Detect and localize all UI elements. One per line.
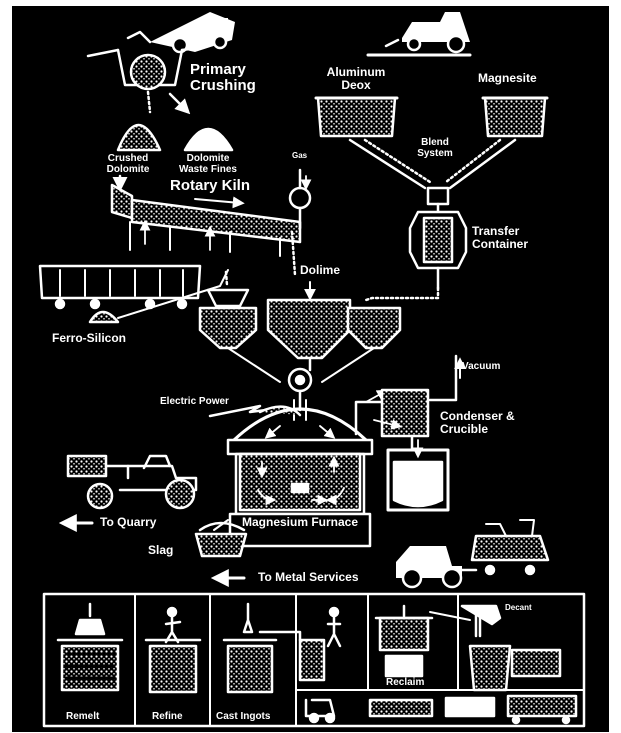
slag-bucket-icon — [194, 519, 248, 558]
to-quarry-label: To Quarry — [100, 515, 157, 529]
transfer-container-icon — [364, 202, 468, 302]
reclaim-icon — [374, 604, 434, 678]
vacuum-label: Vacuum — [462, 361, 501, 372]
metal-services-tractor — [396, 519, 550, 589]
dolime-hopper — [266, 281, 352, 360]
condenser-crucible-label: Condenser & Crucible — [440, 409, 515, 436]
remelt-icon — [56, 602, 124, 692]
magnesium-furnace-icon — [226, 407, 374, 548]
forklift-railcar-icon — [304, 694, 578, 725]
magnesium-furnace-label: Magnesium Furnace — [241, 515, 359, 529]
slag-truck-icon — [66, 454, 198, 510]
crushed-dolomite-label: Crushed Dolomite — [106, 153, 150, 175]
to-metal-services-label: To Metal Services — [258, 570, 359, 584]
magnesite-label: Magnesite — [478, 71, 537, 85]
crushed-dolomite-pile — [116, 90, 162, 152]
loader-icon-right — [366, 12, 472, 57]
remelt-label: Remelt — [66, 711, 100, 722]
aluminum-deox-label: Aluminum Deox — [326, 65, 386, 92]
rotary-kiln-icon — [110, 168, 312, 277]
electric-power-label: Electric Power — [160, 396, 229, 407]
decant-icon — [429, 604, 562, 692]
aluminum-deox-bin — [314, 96, 399, 138]
right-hopper — [321, 306, 402, 383]
blend-system-funnel — [348, 138, 517, 206]
dolime-label: Dolime — [300, 263, 341, 277]
left-hopper — [198, 288, 281, 383]
gas-label: Gas — [292, 151, 308, 160]
cast-ingots-label: Cast Ingots — [216, 711, 271, 722]
ferro-silicon-railcars — [38, 264, 229, 324]
metal-services-box — [42, 592, 586, 728]
reclaim-label: Reclaim — [386, 677, 425, 688]
magnesite-bin — [481, 96, 549, 138]
primary-crushing-label: Primary Crushing — [190, 61, 256, 94]
quarry-loader-icon — [126, 12, 235, 54]
refine-icon — [144, 606, 202, 694]
primary-crusher-icon — [86, 46, 200, 91]
ferro-silicon-label: Ferro-Silicon — [52, 331, 127, 345]
slag-label: Slag — [148, 543, 174, 557]
transfer-container-label: Transfer Container — [472, 224, 529, 251]
condenser-crucible-icon — [354, 354, 466, 512]
decant-label: Decant — [505, 603, 532, 612]
rotary-kiln-label: Rotary Kiln — [170, 177, 251, 194]
dolomite-waste-fines-label: Dolomite Waste Fines — [179, 153, 237, 175]
cast-ingots-icon — [222, 602, 342, 694]
refine-label: Refine — [152, 711, 183, 722]
blend-system-label: Blend System — [417, 137, 453, 159]
dolomite-waste-fines-pile — [168, 92, 234, 152]
